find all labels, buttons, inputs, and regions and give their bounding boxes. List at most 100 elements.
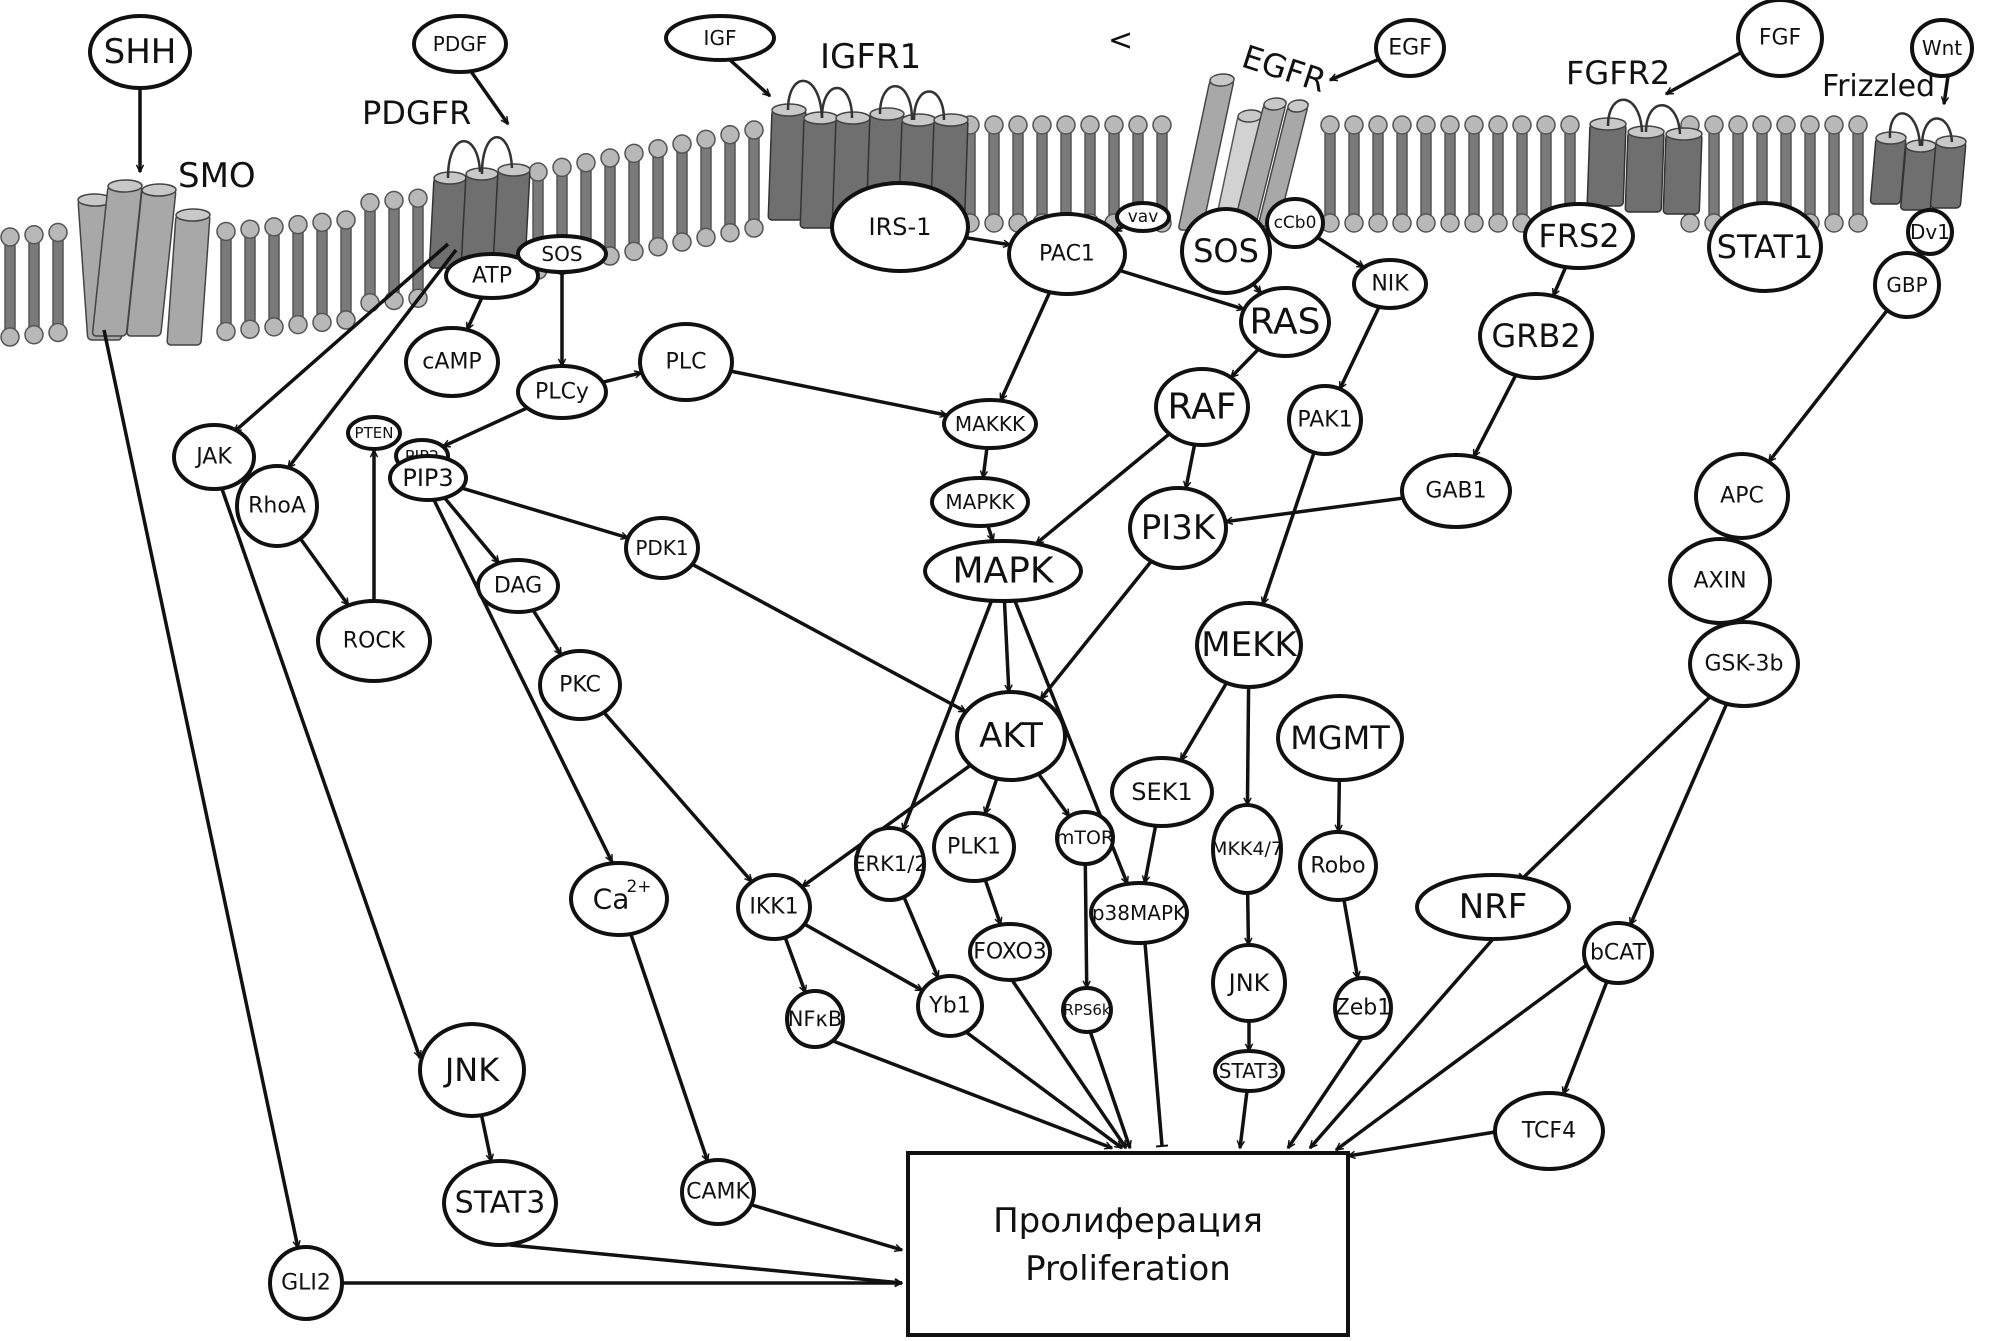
node-shape — [1523, 202, 1635, 270]
edge-pdk1-to-akt — [691, 562, 966, 714]
node-label: MAPK — [952, 551, 1054, 592]
node-label: vav — [1128, 207, 1159, 227]
edge-akt-to-mtor — [1037, 772, 1071, 817]
node-sek1: SEK1 — [1110, 756, 1214, 828]
frizzled-receptor — [1869, 112, 1967, 211]
node-shape — [1352, 258, 1428, 310]
node-pkc: PKC — [538, 649, 622, 721]
node-shape — [1211, 803, 1283, 895]
node-robo: Robo — [1298, 830, 1378, 902]
node-shape — [1582, 921, 1654, 985]
node-shape — [516, 364, 608, 420]
node-shape — [638, 322, 734, 402]
node-shape — [1055, 810, 1115, 866]
lipid — [648, 138, 668, 257]
node-shape — [418, 1022, 526, 1118]
node-label: FRS2 — [1538, 217, 1619, 255]
node-camp: cAMP — [404, 326, 500, 398]
node-shape — [1180, 207, 1272, 295]
node-foxo3: FOXO3 — [968, 922, 1052, 982]
edge-nrf-to-proliferation — [1308, 937, 1495, 1148]
node-mtor: mTOR — [1055, 810, 1115, 866]
proliferation-label-en: Proliferation — [1025, 1249, 1231, 1289]
node-label: MAPKK — [945, 490, 1015, 514]
edge-sek1-to-p38mapk — [1145, 825, 1158, 883]
node-label: SEK1 — [1131, 778, 1192, 806]
node-pdk1: PDK1 — [624, 516, 700, 580]
node-shape — [235, 464, 319, 548]
edge-mapk-to-erk12 — [901, 600, 994, 831]
lipid — [1512, 115, 1532, 233]
node-stat3-left: STAT3 — [442, 1159, 558, 1247]
node-irs1: IRS-1 — [830, 181, 970, 273]
node-pak1: PAK1 — [1287, 384, 1363, 456]
lipid — [744, 120, 764, 238]
edge-frs2-to-grb2 — [1551, 266, 1568, 296]
receptor-label-igfr1: IGFR1 — [820, 37, 921, 77]
node-label: IGF — [704, 26, 737, 50]
node-label: PAC1 — [1039, 242, 1095, 267]
receptor-label-frizzled: Frizzled — [1822, 69, 1935, 104]
node-shape — [268, 1245, 344, 1321]
node-label: PI3K — [1141, 508, 1217, 548]
edge-pdgfr-to-rhoa — [286, 248, 458, 468]
node-label: RAS — [1249, 302, 1320, 343]
node-atp: ATP — [444, 252, 540, 300]
node-label: JNK — [1227, 969, 1271, 997]
node-bcat: bCAT — [1582, 921, 1654, 985]
edge-fgf-to-fgfr2 — [1666, 50, 1743, 96]
node-shape — [1707, 201, 1823, 293]
node-label: STAT3 — [1219, 1059, 1279, 1083]
node-dag: DAG — [476, 558, 560, 614]
node-label: PDK1 — [635, 536, 688, 560]
edge-gbp-to-apc — [1767, 309, 1889, 462]
edge-pac1-to-makkk — [998, 291, 1052, 400]
lipid — [696, 129, 716, 248]
edge-stat3-right-to-proliferation — [1240, 1090, 1249, 1148]
edges — [102, 50, 1950, 1283]
edge-akt-to-plk1 — [985, 777, 999, 814]
node-label: ATP — [472, 264, 512, 289]
proliferation-label-ru: Пролиферация — [993, 1201, 1263, 1241]
node-shape — [680, 1158, 756, 1226]
edge-jak-to-jnk-left — [220, 488, 420, 1058]
edge-mekk-to-sek1 — [1179, 682, 1229, 761]
node-label: GBP — [1886, 273, 1927, 297]
node-ca: Ca2+ — [569, 861, 669, 937]
edge-camk-to-proliferation — [751, 1203, 902, 1250]
edge-gab1-to-pi3k — [1225, 496, 1404, 522]
edge-ras-to-raf — [1229, 347, 1260, 379]
node-label: NRF — [1459, 887, 1528, 927]
node-label: PDGF — [433, 32, 487, 56]
node-erk12: ERK1/2 — [852, 826, 928, 902]
node-shape — [172, 423, 256, 491]
edge-plc-to-makkk — [730, 369, 947, 415]
node-shape — [412, 14, 508, 74]
node-shape — [516, 234, 608, 274]
edge-pdgfr-to-jak — [234, 242, 450, 434]
lipid — [1320, 115, 1340, 233]
node-sos-egfr: SOS — [1180, 207, 1272, 295]
node-label: CAMK — [686, 1180, 750, 1205]
node-shape — [923, 539, 1083, 603]
edge-ca-to-camk — [629, 933, 708, 1161]
node-shape — [1415, 873, 1571, 941]
node-shape — [736, 873, 812, 941]
node-shape — [1089, 881, 1189, 945]
node-label: SHH — [104, 32, 177, 72]
node-shape — [404, 326, 500, 398]
edge-nfkb-to-proliferation — [832, 1039, 1112, 1150]
lipid — [720, 124, 740, 243]
edge-zeb1-to-proliferation — [1286, 1037, 1364, 1148]
node-shape — [1478, 292, 1594, 380]
node-ccb0: cCb0 — [1265, 197, 1325, 249]
edge-dag-to-pkc — [531, 609, 563, 655]
lipid — [1416, 115, 1436, 233]
node-pac1: PAC1 — [1007, 212, 1127, 296]
node-sos-pdgfr: SOS — [516, 234, 608, 274]
node-shape — [346, 415, 402, 451]
node-shape — [1265, 197, 1325, 249]
node-label: GLI2 — [281, 1271, 331, 1296]
edge-pi3k-to-akt — [1039, 560, 1153, 699]
node-grb2: GRB2 — [1478, 292, 1594, 380]
